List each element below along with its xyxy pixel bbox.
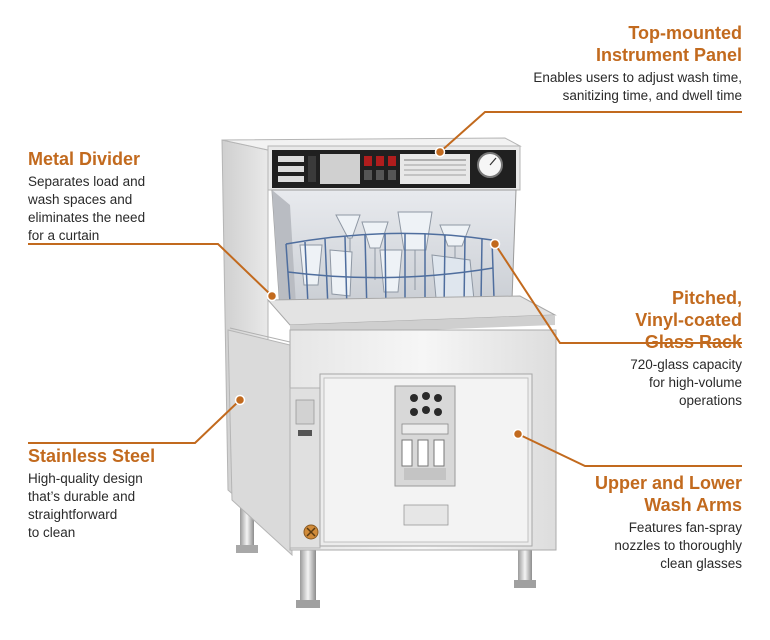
leader-dots	[234, 146, 524, 440]
desc-line: sanitizing time, and dwell time	[562, 88, 742, 103]
desc-line: that’s durable and	[28, 489, 136, 504]
callout-description: Enables users to adjust wash time, sanit…	[533, 69, 742, 105]
desc-line: High-quality design	[28, 471, 143, 486]
callout-title: Metal Divider	[28, 148, 145, 170]
desc-line: nozzles to thoroughly	[614, 538, 742, 553]
callout-wash-arms: Upper and Lower Wash Arms Features fan-s…	[595, 472, 742, 573]
desc-line: Separates load and	[28, 174, 146, 189]
callout-description: Features fan-spray nozzles to thoroughly…	[595, 519, 742, 573]
title-line: Vinyl-coated	[635, 310, 742, 330]
callout-metal-divider: Metal Divider Separates load and wash sp…	[28, 148, 145, 245]
metal-divider	[266, 295, 557, 335]
front-control-panel	[394, 385, 456, 526]
title-line: Top-mounted	[628, 23, 742, 43]
callout-title: Top-mounted Instrument Panel	[533, 22, 742, 66]
instrument-panel	[272, 150, 516, 188]
callout-stainless-steel: Stainless Steel High-quality design that…	[28, 445, 155, 542]
desc-line: straightforward	[28, 507, 118, 522]
desc-line: for high-volume	[648, 375, 742, 390]
callout-title: Stainless Steel	[28, 445, 155, 467]
callout-description: 720-glass capacity for high-volume opera…	[630, 356, 742, 410]
callout-description: High-quality design that’s durable and s…	[28, 470, 155, 542]
title-line: Upper and Lower	[594, 473, 742, 493]
desc-line: wash spaces and	[28, 192, 133, 207]
callout-title: Upper and Lower Wash Arms	[595, 472, 742, 516]
callout-description: Separates load and wash spaces and elimi…	[28, 173, 145, 245]
desc-line: for a curtain	[28, 228, 100, 243]
desc-line: eliminates the need	[28, 210, 146, 225]
desc-line: 720-glass capacity	[630, 357, 742, 372]
title-line: Instrument Panel	[595, 45, 742, 65]
callout-glass-rack: Pitched, Vinyl-coated Glass Rack 720-gla…	[630, 287, 742, 410]
cabinet-side	[221, 139, 293, 557]
desc-line: Features fan-spray	[628, 520, 742, 535]
desc-line: operations	[678, 393, 742, 408]
desc-line: clean glasses	[660, 556, 742, 571]
title-line: Metal Divider	[28, 149, 141, 169]
leader-lines	[28, 111, 742, 467]
title-line: Wash Arms	[644, 495, 742, 515]
desc-line: Enables users to adjust wash time,	[533, 70, 742, 85]
title-line: Glass Rack	[644, 332, 742, 352]
desc-line: to clean	[28, 525, 76, 540]
callout-title: Pitched, Vinyl-coated Glass Rack	[630, 287, 742, 353]
title-line: Stainless Steel	[28, 446, 156, 466]
title-line: Pitched,	[671, 288, 742, 308]
callout-top-panel: Top-mounted Instrument Panel Enables use…	[533, 22, 742, 105]
